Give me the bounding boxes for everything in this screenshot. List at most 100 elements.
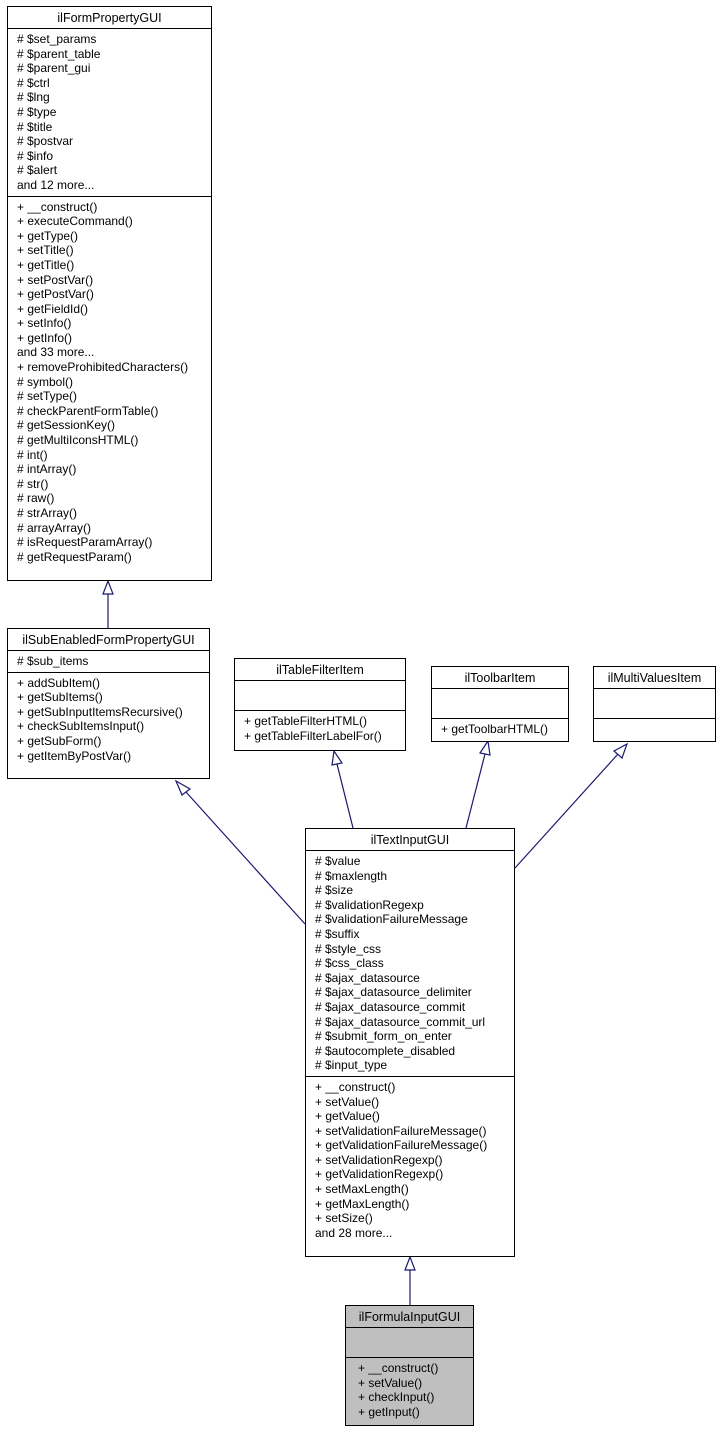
method: + getItemByPostVar() (17, 748, 132, 763)
method: # arrayArray() (17, 520, 92, 535)
method: + setValidationFailureMessage() (315, 1123, 487, 1138)
class-box-ilFormulaInputGUI[interactable]: ilFormulaInputGUI + __construct() + setV… (345, 1305, 474, 1426)
method: + setValue() (315, 1094, 380, 1109)
attribute: # $validationFailureMessage (315, 912, 468, 927)
class-name: ilToolbarItem (432, 667, 568, 689)
method: # getRequestParam() (17, 549, 132, 564)
edge-textinput-to-multivalues (514, 753, 619, 869)
method: + addSubItem() (17, 675, 101, 690)
method: + checkInput() (358, 1390, 435, 1405)
attribute: # $ajax_datasource_commit_url (315, 1014, 486, 1029)
methods-section: + getToolbarHTML() (432, 718, 568, 740)
method: + setInfo() (17, 316, 72, 331)
attribute: # $css_class (315, 956, 384, 971)
attribute: # $info (17, 148, 54, 163)
method: + executeCommand() (17, 214, 133, 229)
attribute: # $ajax_datasource_delimiter (315, 985, 472, 1000)
method: + setSize() (315, 1211, 373, 1226)
arrowhead-toolbaritem (479, 739, 491, 756)
class-box-ilTextInputGUI[interactable]: ilTextInputGUI # $value # $maxlength # $… (305, 828, 515, 1257)
method: + getTableFilterLabelFor() (244, 728, 382, 743)
arrowhead-subenabled (174, 779, 192, 796)
edge-textinput-to-toolbaritem (465, 753, 486, 829)
methods-section: + __construct() + setValue() + getValue(… (306, 1075, 514, 1244)
class-name: ilTableFilterItem (235, 659, 405, 681)
attribute: # $suffix (315, 926, 360, 941)
arrowhead-textinput (404, 1255, 416, 1271)
method: + getTableFilterHTML() (244, 714, 368, 728)
attributes-section: # $set_params # $parent_table # $parent_… (8, 29, 211, 196)
method: + getSubForm() (17, 733, 102, 748)
method: # strArray() (17, 506, 77, 520)
attribute: # $value (315, 854, 361, 868)
method: + getPostVar() (17, 287, 94, 302)
method: + getValue() (315, 1109, 380, 1124)
method: # isRequestParamArray() (17, 535, 153, 550)
attribute: # $validationRegexp (315, 897, 424, 912)
method: # getSessionKey() (17, 418, 116, 433)
method: + __construct() (315, 1079, 396, 1094)
method: + getInfo() (17, 330, 73, 345)
class-box-ilSubEnabledFormPropertyGUI[interactable]: ilSubEnabledFormPropertyGUI # $sub_items… (7, 628, 210, 779)
attribute: # $size (315, 883, 354, 898)
method: + getFieldId() (17, 301, 89, 316)
methods-section (594, 718, 715, 742)
attribute: and 12 more... (17, 177, 95, 192)
attribute: # $submit_form_on_enter (315, 1029, 452, 1044)
method: # symbol() (17, 374, 74, 389)
edge-textinput-to-tablefilter (336, 763, 354, 829)
method: # checkParentFormTable() (17, 403, 159, 418)
method: # int() (17, 447, 48, 462)
attribute: # $sub_items (17, 654, 89, 668)
attribute: # $ajax_datasource_commit (315, 999, 466, 1014)
method: + checkSubItemsInput() (17, 719, 145, 734)
class-box-ilMultiValuesItem[interactable]: ilMultiValuesItem (593, 666, 716, 742)
attribute: # $parent_table (17, 46, 101, 61)
method: # getMultiIconsHTML() (17, 433, 139, 448)
method: # setType() (17, 389, 78, 404)
method: + getTitle() (17, 257, 75, 272)
attribute: # $parent_gui (17, 61, 91, 76)
method: + setTitle() (17, 243, 74, 258)
method: + setValidationRegexp() (315, 1152, 443, 1167)
class-box-ilFormPropertyGUI[interactable]: ilFormPropertyGUI # $set_params # $paren… (7, 6, 212, 581)
class-name: ilFormulaInputGUI (346, 1306, 473, 1328)
arrowhead-multivalues (612, 742, 629, 760)
method: # str() (17, 476, 49, 491)
method: + setMaxLength() (315, 1182, 409, 1197)
attributes-section (346, 1328, 473, 1357)
arrowhead-tablefilter (331, 749, 343, 766)
methods-section: + __construct() + executeCommand() + get… (8, 195, 211, 568)
method: # raw() (17, 491, 55, 506)
attribute: # $autocomplete_disabled (315, 1043, 456, 1058)
attributes-section (432, 689, 568, 718)
method: + setPostVar() (17, 272, 94, 287)
class-box-ilToolbarItem[interactable]: ilToolbarItem + getToolbarHTML() (431, 666, 569, 742)
method: + getSubInputItemsRecursive() (17, 704, 183, 719)
attributes-section (594, 689, 715, 718)
methods-section: + getTableFilterHTML() + getTableFilterL… (235, 710, 405, 746)
attribute: # $postvar (17, 134, 74, 149)
method: + getSubItems() (17, 690, 103, 705)
method: + setValue() (358, 1375, 423, 1390)
method: + getMaxLength() (315, 1196, 410, 1211)
class-name: ilSubEnabledFormPropertyGUI (8, 629, 209, 651)
methods-section: + addSubItem() + getSubItems() + getSubI… (8, 671, 209, 767)
method: + __construct() (17, 199, 98, 214)
class-box-ilTableFilterItem[interactable]: ilTableFilterItem + getTableFilterHTML()… (234, 658, 406, 751)
attribute: # $alert (17, 163, 58, 178)
class-name: ilTextInputGUI (306, 829, 514, 851)
class-name: ilFormPropertyGUI (8, 7, 211, 29)
method: # intArray() (17, 462, 77, 477)
attribute: # $type (17, 104, 57, 119)
attribute: # $maxlength (315, 868, 388, 883)
method: + getValidationFailureMessage() (315, 1138, 488, 1153)
attribute: # $lng (17, 90, 50, 105)
attributes-section: # $value # $maxlength # $size # $validat… (306, 851, 514, 1076)
method: and 28 more... (315, 1225, 393, 1240)
method: + getToolbarHTML() (441, 722, 549, 736)
attributes-section: # $sub_items (8, 651, 209, 672)
arrowhead-formproperty (102, 579, 114, 595)
method: + getInput() (358, 1404, 420, 1419)
